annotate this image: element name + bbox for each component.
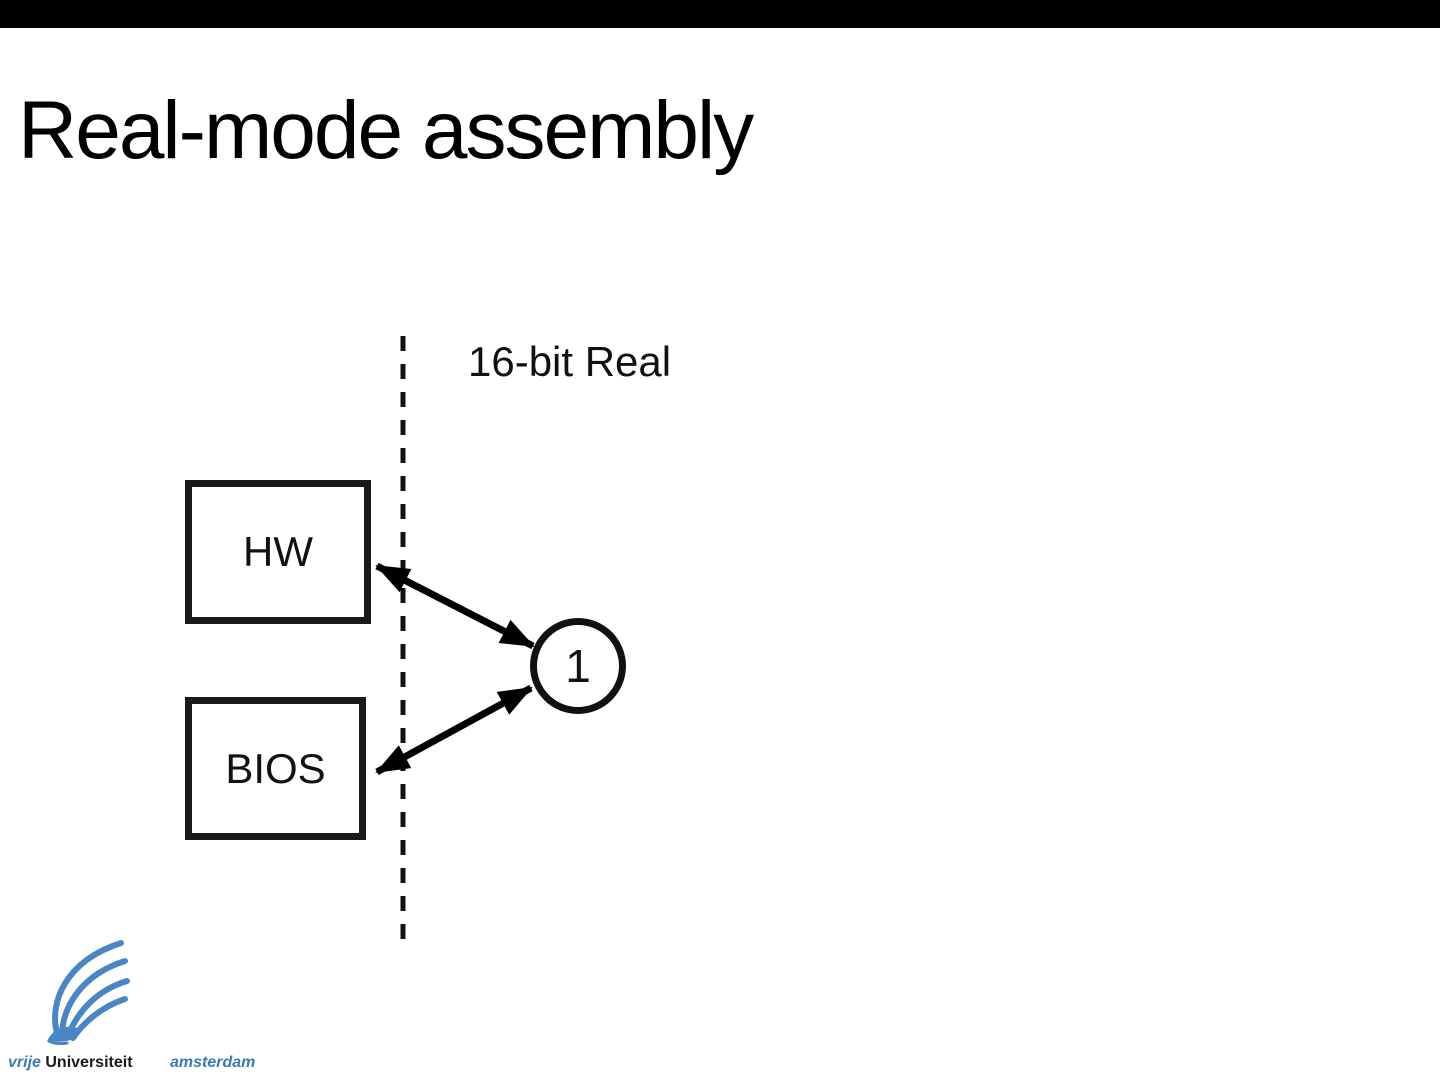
arrow-hw-to-step1 [375,562,535,650]
footer-university-name: vrije Universiteit [8,1054,133,1072]
step-1-label: 1 [565,640,591,692]
footer-amsterdam-text: amsterdam [170,1054,256,1071]
footer-universiteit-text: Universiteit [45,1054,133,1071]
bios-box: BIOS [185,697,366,840]
hw-box-label: HW [243,528,313,575]
mode-label: 16-bit Real [468,338,672,385]
page-title: Real-mode assembly [18,85,754,176]
arrow-bios-to-step1 [375,684,533,776]
vu-griffin-logo-icon [47,940,130,1045]
footer-city-name: amsterdam [170,1054,255,1072]
hw-box: HW [185,480,371,624]
footer-vrije-text: vrije [8,1054,41,1071]
top-black-bar [0,0,1440,28]
bios-box-label: BIOS [225,744,326,792]
step-1-circle: 1 [530,618,626,714]
